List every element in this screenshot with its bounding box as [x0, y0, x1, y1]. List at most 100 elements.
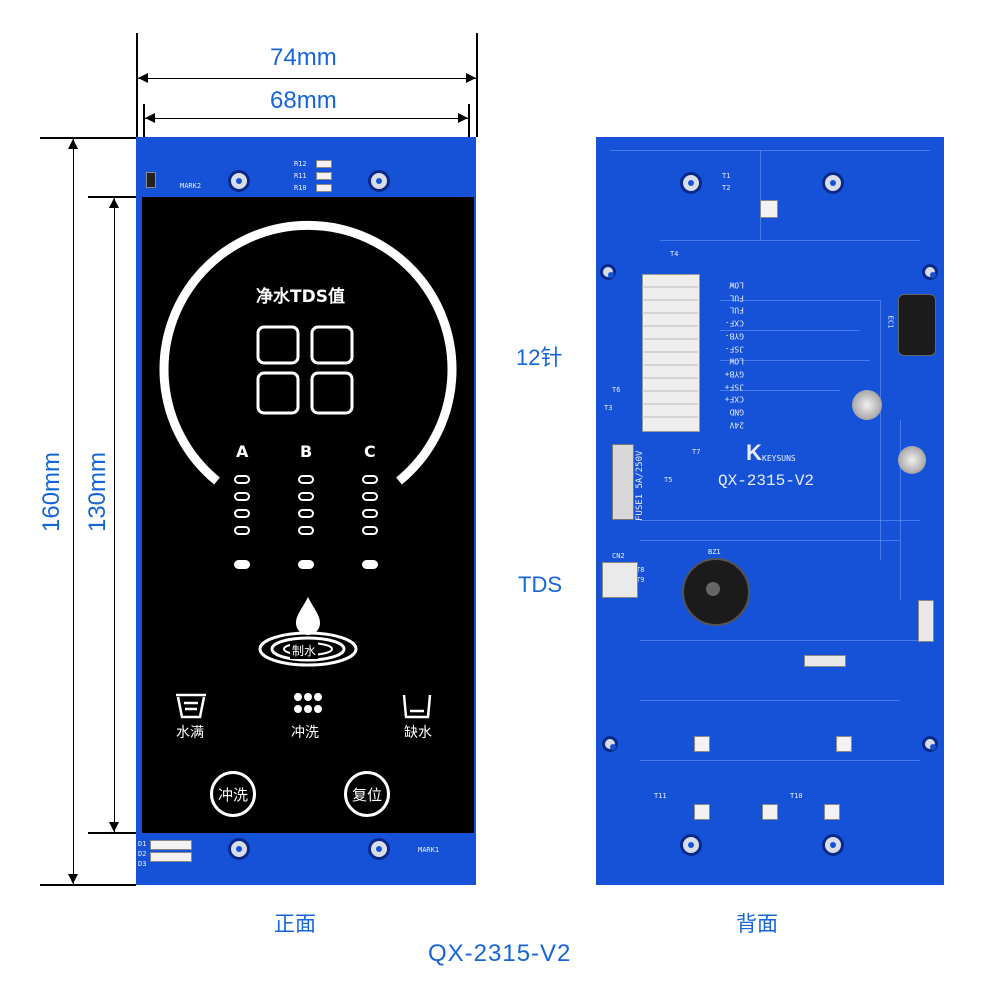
dim-tick: [40, 137, 136, 139]
level-segment-b: [298, 509, 314, 518]
level-segment-b-base: [298, 560, 314, 569]
make-water-label: 制水: [290, 642, 319, 659]
silk-t6: T6: [612, 386, 621, 394]
silk-t1: T1: [722, 172, 731, 180]
silk-t7: T7: [692, 448, 701, 456]
silk-fuse: FUSE1 5A/250V: [635, 450, 645, 521]
flush-icon: [294, 693, 322, 713]
mount-hole: [600, 264, 616, 280]
pcb-trace: [720, 330, 860, 331]
dim-width-inner: 68mm: [270, 87, 337, 114]
dim-tick: [88, 196, 142, 198]
tds-connector: [602, 562, 638, 598]
pcb-model-label: QX-2315-V2: [718, 472, 815, 490]
channel-b-label: B: [300, 442, 313, 461]
pin-label: FUL: [729, 293, 744, 303]
level-segment-a: [234, 475, 250, 484]
arrow-head: [145, 113, 155, 123]
pcb-trace: [760, 150, 761, 240]
model-label: QX-2315-V2: [428, 940, 572, 967]
pcb-trace: [900, 420, 901, 600]
silk-ec1: EC1: [886, 315, 895, 329]
silk-t11: T11: [654, 792, 667, 800]
reset-button[interactable]: 复位: [344, 771, 390, 817]
pcb-trace: [880, 300, 881, 560]
silk-tds: TDS: [622, 575, 631, 589]
flush-button[interactable]: 冲洗: [210, 771, 256, 817]
silk-mark1: MARK1: [418, 846, 440, 854]
pcb-trace: [640, 640, 920, 641]
pin-label: GND: [729, 407, 744, 417]
silk-t9: T9: [636, 576, 645, 584]
smd-pad: [694, 736, 710, 752]
pcb-trace: [640, 760, 920, 761]
pcb-trace: [640, 700, 900, 701]
pin-label: GYB-: [724, 331, 744, 341]
mount-hole: [368, 838, 390, 860]
resistor: [316, 160, 332, 168]
dim-tick: [136, 33, 138, 137]
level-segment-c: [362, 492, 378, 501]
silk-r10: R10: [294, 184, 307, 192]
channel-a-label: A: [236, 442, 249, 461]
silk-mark2: MARK2: [180, 182, 202, 190]
mount-hole: [228, 838, 250, 860]
resistor: [316, 184, 332, 192]
smd-row: [150, 840, 192, 850]
arrow-head: [458, 113, 468, 123]
mount-hole: [822, 172, 844, 194]
capacitor-top: [852, 390, 882, 420]
pin-label: JSF+: [724, 382, 744, 392]
seven-segment-digits: [256, 325, 354, 415]
silk-r11: R11: [294, 172, 307, 180]
silk-r12: R12: [294, 160, 307, 168]
pin-label: FUL: [729, 306, 744, 316]
mount-hole: [680, 834, 702, 856]
connector-pin-labels: LOW FUL FUL CXF- GYB- JSF- LOW GYB+ JSF+…: [704, 278, 744, 430]
level-segment-c-base: [362, 560, 378, 569]
electrolytic-capacitor: [898, 294, 936, 356]
brand-logo: K: [746, 440, 764, 465]
smd-row: [150, 852, 192, 862]
mount-hole: [228, 170, 250, 192]
dim-tick: [476, 33, 478, 137]
mount-hole: [922, 264, 938, 280]
fuse: [612, 444, 634, 520]
silk-cn2: CN2: [612, 552, 625, 560]
ripple-ring: [270, 636, 346, 662]
pcb-trace: [720, 390, 840, 391]
arrow-head: [109, 198, 119, 208]
pcb-trace: [640, 520, 920, 521]
pcb-trace: [660, 240, 920, 241]
level-segment-b: [298, 526, 314, 535]
dim-arrow-130: [114, 198, 115, 832]
silk-t5: T5: [664, 476, 673, 484]
level-segment-c: [362, 526, 378, 535]
level-segment-a: [234, 509, 250, 518]
pin-label: LOW: [729, 280, 744, 290]
pin12-label: 12针: [516, 345, 563, 370]
digit-segment-bottom: [310, 371, 354, 415]
arrow-head: [109, 822, 119, 832]
dim-tick: [40, 884, 136, 886]
dim-height-outer: 160mm: [38, 451, 65, 532]
capacitor-top: [898, 446, 926, 474]
low-water-label: 缺水: [404, 725, 432, 741]
ripple-ring: [258, 631, 358, 667]
brand-text: KEYSUNS: [762, 454, 796, 463]
level-segment-b: [298, 475, 314, 484]
silk-t2: T2: [722, 184, 731, 192]
header-pins: [804, 655, 846, 667]
display-graphics: [159, 220, 457, 719]
pin-label: GYB+: [724, 369, 744, 379]
led-component: [146, 172, 156, 188]
smd-pad: [760, 200, 778, 218]
smd-pad: [762, 804, 778, 820]
lcd-display: [142, 197, 474, 833]
mount-hole: [822, 834, 844, 856]
level-segment-a: [234, 526, 250, 535]
back-pcb: [596, 137, 944, 885]
level-segment-a-base: [234, 560, 250, 569]
tds-title: 净水TDS值: [256, 287, 345, 307]
smd-pad: [824, 804, 840, 820]
